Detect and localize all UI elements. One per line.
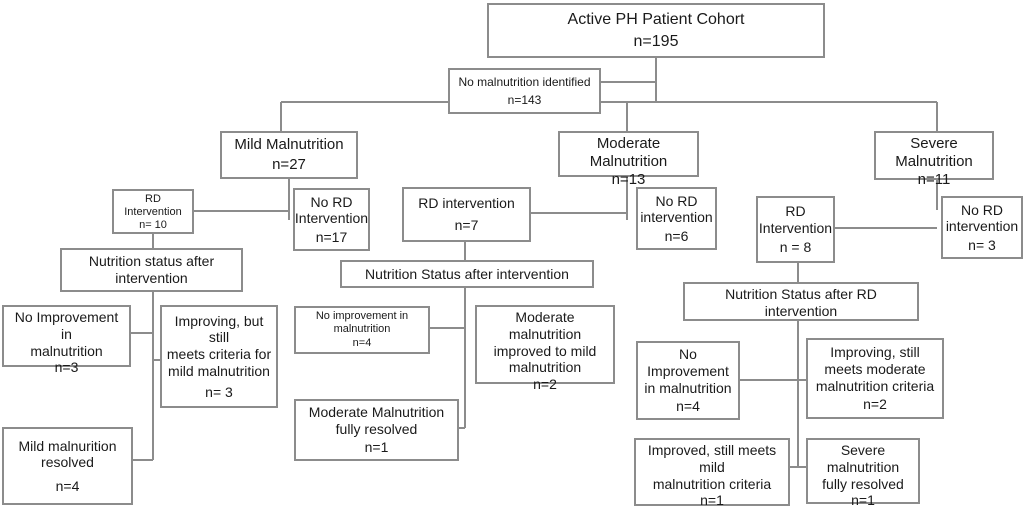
- node-count: n=1: [851, 492, 875, 509]
- node-label: No RD intervention: [945, 201, 1019, 235]
- node-label: No Improvement in malnutrition: [14, 309, 119, 359]
- node-count: n=1: [364, 439, 389, 455]
- node-severe-improving-moderate: Improving, still meets moderate malnutri…: [806, 338, 944, 419]
- node-count: n=4: [676, 397, 700, 414]
- node-label: Improving, still meets moderate malnutri…: [815, 343, 935, 394]
- node-count: n = 8: [779, 239, 812, 256]
- node-moderate-resolved: Moderate Malnutrition fully resolved n=1: [294, 399, 459, 461]
- node-label: Mild malnurition resolved: [18, 437, 117, 471]
- node-label: No RD intervention: [640, 192, 713, 226]
- node-count: n= 3: [205, 383, 233, 400]
- node-label: No RD Intervention: [294, 193, 369, 227]
- node-count: n=2: [533, 376, 557, 393]
- node-count: n=6: [664, 227, 689, 244]
- node-label: Severe malnutrition fully resolved: [822, 442, 904, 492]
- node-label: Active PH Patient Cohort: [567, 10, 745, 28]
- node-count: n=2: [863, 396, 887, 413]
- node-mild-malnutrition: Mild Malnutrition n=27: [220, 131, 358, 179]
- node-mild-no-rd: No RD Intervention n=17: [293, 188, 370, 251]
- node-moderate-malnutrition: Moderate Malnutrition n=13: [558, 131, 699, 188]
- node-moderate-status: Nutrition Status after intervention: [340, 260, 594, 288]
- node-label: No Improvement in malnutrition: [644, 346, 732, 396]
- node-label: RD intervention: [418, 195, 515, 212]
- node-label: Improved, still meets mild malnutrition …: [647, 442, 777, 492]
- node-label: RD Intervention: [124, 193, 182, 219]
- node-count: n= 3: [968, 236, 996, 253]
- node-count: n=7: [454, 216, 479, 233]
- node-mild-status: Nutrition status after intervention: [60, 248, 243, 292]
- node-no-malnutrition: No malnutrition identified n=143: [448, 68, 601, 114]
- node-count: n=4: [55, 477, 80, 494]
- node-label: Severe Malnutrition: [895, 135, 973, 170]
- node-count: n=1: [700, 492, 724, 509]
- node-severe-improved-mild: Improved, still meets mild malnutrition …: [634, 438, 790, 509]
- node-label: No malnutrition identified: [458, 75, 591, 90]
- node-count: n=195: [633, 32, 679, 50]
- node-label: Nutrition status after intervention: [88, 253, 215, 286]
- node-count: n=11: [917, 171, 951, 188]
- node-label: RD Intervention: [758, 202, 833, 236]
- node-mild-no-improvement: No Improvement in malnutrition n=3: [2, 305, 131, 375]
- node-label: No improvement in malnutrition: [315, 310, 409, 336]
- node-severe-malnutrition: Severe Malnutrition n=11: [874, 131, 994, 188]
- node-label: Improving, but still meets criteria for …: [166, 312, 272, 380]
- node-severe-rd-intervention: RD Intervention n = 8: [756, 196, 835, 263]
- node-label: Mild Malnutrition: [234, 136, 344, 154]
- node-severe-no-rd: No RD intervention n= 3: [941, 196, 1023, 259]
- node-label: Moderate Malnutrition: [589, 135, 668, 170]
- node-severe-resolved: Severe malnutrition fully resolved n=1: [806, 438, 920, 508]
- node-count: n=27: [272, 155, 306, 173]
- node-mild-resolved: Mild malnurition resolved n=4: [2, 427, 133, 505]
- node-label: Nutrition Status after RD intervention: [725, 286, 877, 319]
- node-count: n= 10: [139, 219, 167, 232]
- node-severe-no-improvement: No Improvement in malnutrition n=4: [636, 341, 740, 420]
- node-severe-status: Nutrition Status after RD intervention: [683, 282, 919, 321]
- node-moderate-no-rd: No RD intervention n=6: [636, 187, 717, 250]
- node-label: Moderate malnutrition improved to mild m…: [493, 309, 597, 376]
- node-label: Moderate Malnutrition fully resolved: [308, 404, 445, 437]
- node-moderate-rd-intervention: RD intervention n=7: [402, 187, 531, 242]
- node-count: n=17: [315, 228, 348, 245]
- node-moderate-no-improvement: No improvement in malnutrition n=4: [294, 306, 430, 354]
- node-mild-rd-intervention: RD Intervention n= 10: [112, 189, 194, 234]
- node-label: Nutrition Status after intervention: [365, 265, 569, 282]
- node-count: n=13: [611, 171, 646, 188]
- node-count: n=4: [352, 336, 372, 349]
- node-moderate-improved-mild: Moderate malnutrition improved to mild m…: [475, 305, 615, 392]
- node-cohort: Active PH Patient Cohort n=195: [487, 3, 825, 58]
- node-count: n=143: [507, 92, 542, 107]
- node-count: n=3: [54, 359, 79, 376]
- node-mild-improving: Improving, but still meets criteria for …: [160, 305, 278, 408]
